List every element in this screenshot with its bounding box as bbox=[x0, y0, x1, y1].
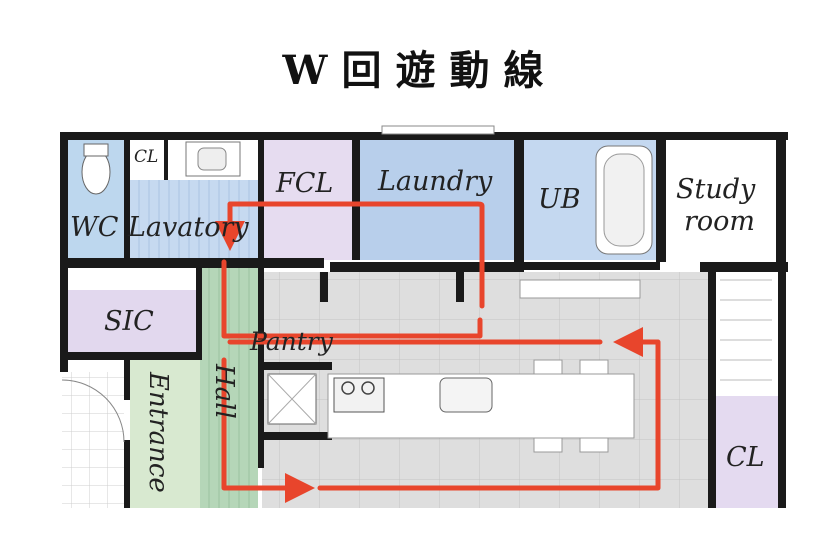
hall-floor bbox=[200, 262, 258, 508]
room-label-laundry: Laundry bbox=[377, 166, 493, 197]
room-label-entrance: Entrance bbox=[143, 371, 173, 493]
route-lower-right bbox=[317, 327, 661, 491]
dining-chair-1 bbox=[533, 359, 563, 375]
room-label-cl-small: CL bbox=[134, 147, 158, 167]
stair-floor bbox=[716, 272, 776, 392]
fcl-floor bbox=[262, 140, 354, 260]
room-label-lavatory: Lavatory bbox=[127, 212, 249, 243]
kitchen-sink-icon bbox=[439, 377, 493, 413]
entrance-floor bbox=[130, 356, 200, 508]
room-label-sic: SIC bbox=[104, 306, 154, 337]
entrance-door-swing bbox=[61, 379, 125, 443]
stairs bbox=[720, 279, 772, 381]
laundry-floor bbox=[360, 140, 514, 260]
window-top bbox=[381, 125, 495, 135]
toilet-icon bbox=[81, 149, 111, 195]
diagram-title: W回遊動線 bbox=[282, 47, 558, 94]
entrance-tile-floor bbox=[62, 372, 124, 508]
fixtures bbox=[61, 125, 772, 453]
dining-chair-2 bbox=[579, 359, 609, 375]
route-lower-loop bbox=[221, 357, 315, 503]
dining-chair-4 bbox=[579, 437, 609, 453]
stove-icon bbox=[333, 377, 385, 413]
cl-large-floor bbox=[716, 396, 782, 508]
room-label-ub: UB bbox=[538, 184, 581, 215]
counter-shelf bbox=[519, 279, 641, 299]
room-label-wc: WC bbox=[70, 212, 119, 243]
circulation-route bbox=[215, 201, 661, 503]
room-label-pantry: Pantry bbox=[249, 327, 334, 356]
room-label-study-1: Study bbox=[676, 174, 756, 205]
room-label-study-2: room bbox=[684, 206, 755, 237]
route-upper-loop bbox=[215, 201, 485, 309]
room-label-fcl: FCL bbox=[275, 168, 333, 199]
route-left-column bbox=[221, 259, 483, 339]
sic-floor bbox=[68, 290, 196, 352]
study-floor bbox=[666, 140, 776, 260]
room-label-hall: Hall bbox=[209, 363, 239, 419]
cl-small-floor bbox=[130, 140, 164, 180]
walls bbox=[60, 132, 788, 508]
room-label-cl-large: CL bbox=[726, 442, 765, 473]
dining-chair-3 bbox=[533, 437, 563, 453]
